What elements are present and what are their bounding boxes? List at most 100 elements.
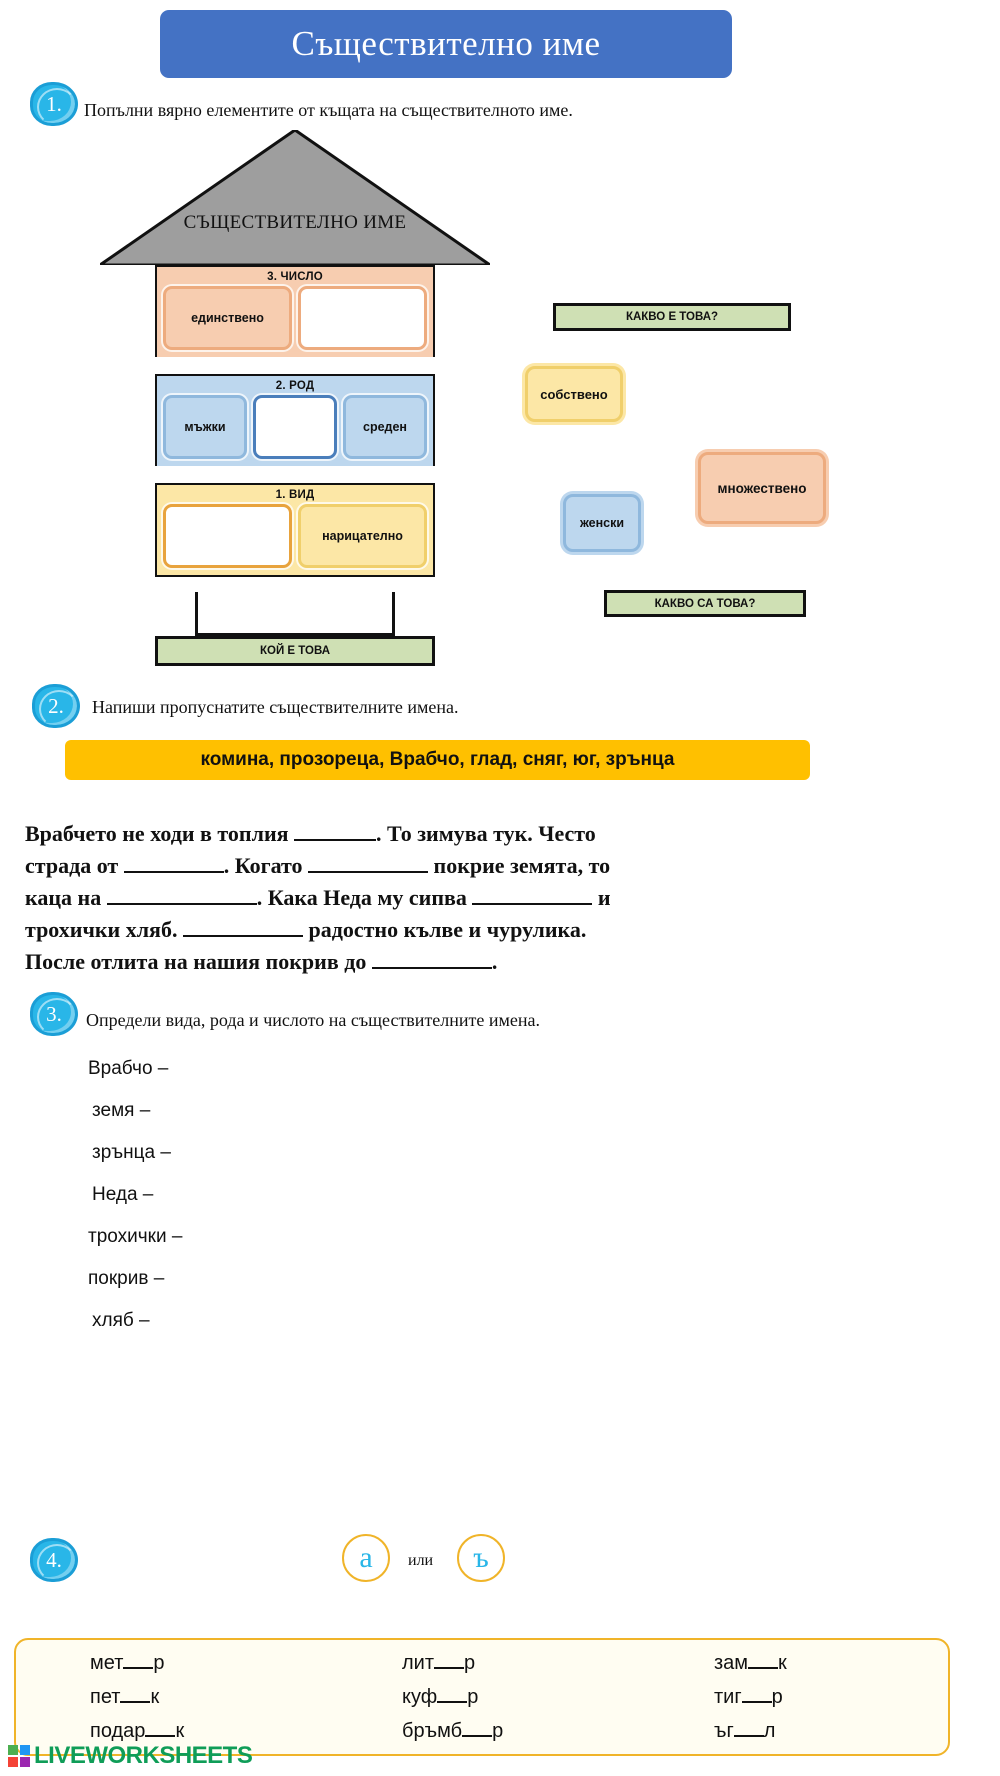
ex4-word-cell[interactable]: бръмб р <box>326 1720 638 1743</box>
ex4-word-cell[interactable]: тиг р <box>638 1686 950 1709</box>
exercise-number-4: 4. <box>30 1538 78 1582</box>
blank-2[interactable] <box>123 871 224 873</box>
ex4-word-prefix: лит <box>402 1651 435 1674</box>
ex4-letter-gap[interactable] <box>748 1666 779 1669</box>
house-floor-kind: 1. ВИД нарицателно <box>155 483 435 577</box>
exercise-number-3: 3. <box>30 992 78 1036</box>
ex4-word-cell[interactable]: ъг л <box>638 1720 950 1743</box>
slot-masculine[interactable]: мъжки <box>163 395 247 459</box>
slot-common-noun[interactable]: нарицателно <box>298 504 427 568</box>
list-item[interactable]: трохички – <box>88 1226 183 1247</box>
list-item[interactable]: Врабчо – <box>88 1058 169 1079</box>
ex4-letter-gap[interactable] <box>434 1666 465 1669</box>
blank-5[interactable] <box>472 903 593 905</box>
slot-number-blank[interactable] <box>298 286 427 350</box>
exercise-1-instruction: Попълни вярно елементите от къщата на съ… <box>84 100 573 120</box>
conjunction-ili: или <box>408 1552 434 1569</box>
letter-option-a[interactable]: а <box>342 1534 390 1582</box>
blank-6[interactable] <box>182 935 303 937</box>
ex4-letter-gap[interactable] <box>120 1700 151 1703</box>
ex4-letter-gap[interactable] <box>462 1734 493 1737</box>
exercise-3-instruction: Определи вида, рода и числото на съществ… <box>86 1010 541 1030</box>
chip-mnozhestveno[interactable]: множествено <box>698 452 826 524</box>
para-seg-8: и <box>597 885 611 910</box>
house-base-label[interactable]: КОЙ Е ТОВА <box>155 636 435 666</box>
list-item[interactable]: хляб – <box>92 1310 150 1331</box>
blank-1[interactable] <box>294 839 377 841</box>
ex4-word-suffix: р <box>153 1651 165 1674</box>
para-seg-9: трохички хляб. <box>25 917 178 942</box>
exercise-3-number-label: 3. <box>46 1001 62 1026</box>
page-title-banner: Съществително име <box>160 10 732 78</box>
ex4-word-cell[interactable]: мет р <box>14 1652 326 1675</box>
exercise-2-instruction: Напиши пропуснатите съществителните имен… <box>92 697 459 717</box>
ex4-word-prefix: бръмб <box>402 1719 463 1742</box>
exercise-2-number-label: 2. <box>48 693 64 718</box>
ex4-word-cell[interactable]: лит р <box>326 1652 638 1675</box>
chip-kakvo-sa-tova[interactable]: КАКВО СА ТОВА? <box>604 590 806 617</box>
house-floor-number: 3. ЧИСЛО единствено <box>155 265 435 357</box>
house-floor-kind-title: 1. ВИД <box>275 489 315 501</box>
ex4-letter-gap[interactable] <box>733 1734 764 1737</box>
ex4-word-suffix: р <box>467 1685 479 1708</box>
chip-sobstveno[interactable]: собствено <box>525 366 623 422</box>
fill-in-blank-paragraph: Врабчето не ходи в топлия . То зимува ту… <box>25 818 855 978</box>
blank-4[interactable] <box>106 903 257 905</box>
ex4-word-prefix: куф <box>402 1685 438 1708</box>
ex4-word-prefix: подар <box>90 1719 146 1742</box>
house-porch <box>195 592 395 636</box>
list-item[interactable]: зрънца – <box>92 1142 171 1163</box>
blank-3[interactable] <box>308 871 429 873</box>
para-seg-10: радостно кълве и чурулика. <box>308 917 587 942</box>
house-roof-label: СЪЩЕСТВИТЕЛНО ИМЕ <box>183 212 407 233</box>
ex4-letter-gap[interactable] <box>145 1734 176 1737</box>
para-seg-6: каца на <box>25 885 102 910</box>
liveworksheets-footer: LIVEWORKSHEETS <box>8 1742 253 1770</box>
ex4-letter-gap[interactable] <box>437 1700 468 1703</box>
para-seg-2: . То зимува тук. Често <box>376 821 596 846</box>
slot-singular[interactable]: единствено <box>163 286 292 350</box>
para-seg-5: покрие земята, то <box>433 853 611 878</box>
slot-gender-blank[interactable] <box>253 395 337 459</box>
ex4-word-suffix: к <box>778 1651 787 1674</box>
ex4-word-prefix: ъг <box>714 1719 734 1742</box>
list-item[interactable]: покрив – <box>88 1268 165 1289</box>
house-floor-gender: 2. РОД мъжки среден <box>155 374 435 466</box>
list-item[interactable]: земя – <box>92 1100 151 1121</box>
ex4-letter-gap[interactable] <box>741 1700 772 1703</box>
para-seg-11: После отлита на нашия покрив до <box>25 949 367 974</box>
ex4-word-cell[interactable]: подар к <box>14 1720 326 1743</box>
house-floor-number-title: 3. ЧИСЛО <box>267 271 323 283</box>
slot-kind-blank[interactable] <box>163 504 292 568</box>
word-bank-exercise-2: комина, прозореца, Врабчо, глад, сняг, ю… <box>65 740 810 780</box>
para-seg-1: Врабчето не ходи в топлия <box>25 821 289 846</box>
letter-option-er[interactable]: ъ <box>457 1534 505 1582</box>
ex4-word-cell[interactable]: куф р <box>326 1686 638 1709</box>
para-seg-4: . Когато <box>223 853 303 878</box>
ex4-word-suffix: л <box>763 1719 776 1742</box>
ex4-word-suffix: р <box>771 1685 783 1708</box>
ex4-word-prefix: мет <box>90 1651 124 1674</box>
chip-zhenski[interactable]: женски <box>563 494 641 552</box>
liveworksheets-brand-text: LIVEWORKSHEETS <box>34 1742 253 1769</box>
chip-kakvo-e-tova[interactable]: КАКВО Е ТОВА? <box>553 303 791 331</box>
house-floor-gender-title: 2. РОД <box>275 380 315 392</box>
list-item[interactable]: Неда – <box>92 1184 154 1205</box>
ex4-word-prefix: тиг <box>714 1685 742 1708</box>
blank-7[interactable] <box>371 967 492 969</box>
slot-neuter[interactable]: среден <box>343 395 427 459</box>
noun-house-diagram: СЪЩЕСТВИТЕЛНО ИМЕ 3. ЧИСЛО единствено 2.… <box>100 130 490 670</box>
ex4-word-suffix: р <box>464 1651 476 1674</box>
ex4-word-suffix: к <box>150 1685 160 1708</box>
ex4-letter-gap[interactable] <box>123 1666 154 1669</box>
exercise-4-number-label: 4. <box>46 1547 62 1572</box>
page-title: Съществително име <box>291 24 601 63</box>
ex4-word-suffix: к <box>175 1719 185 1742</box>
exercise-1-number-label: 1. <box>46 91 62 116</box>
para-seg-12: . <box>491 949 498 974</box>
para-seg-7: . Кака Неда му сипва <box>256 885 467 910</box>
ex4-word-suffix: р <box>492 1719 504 1742</box>
